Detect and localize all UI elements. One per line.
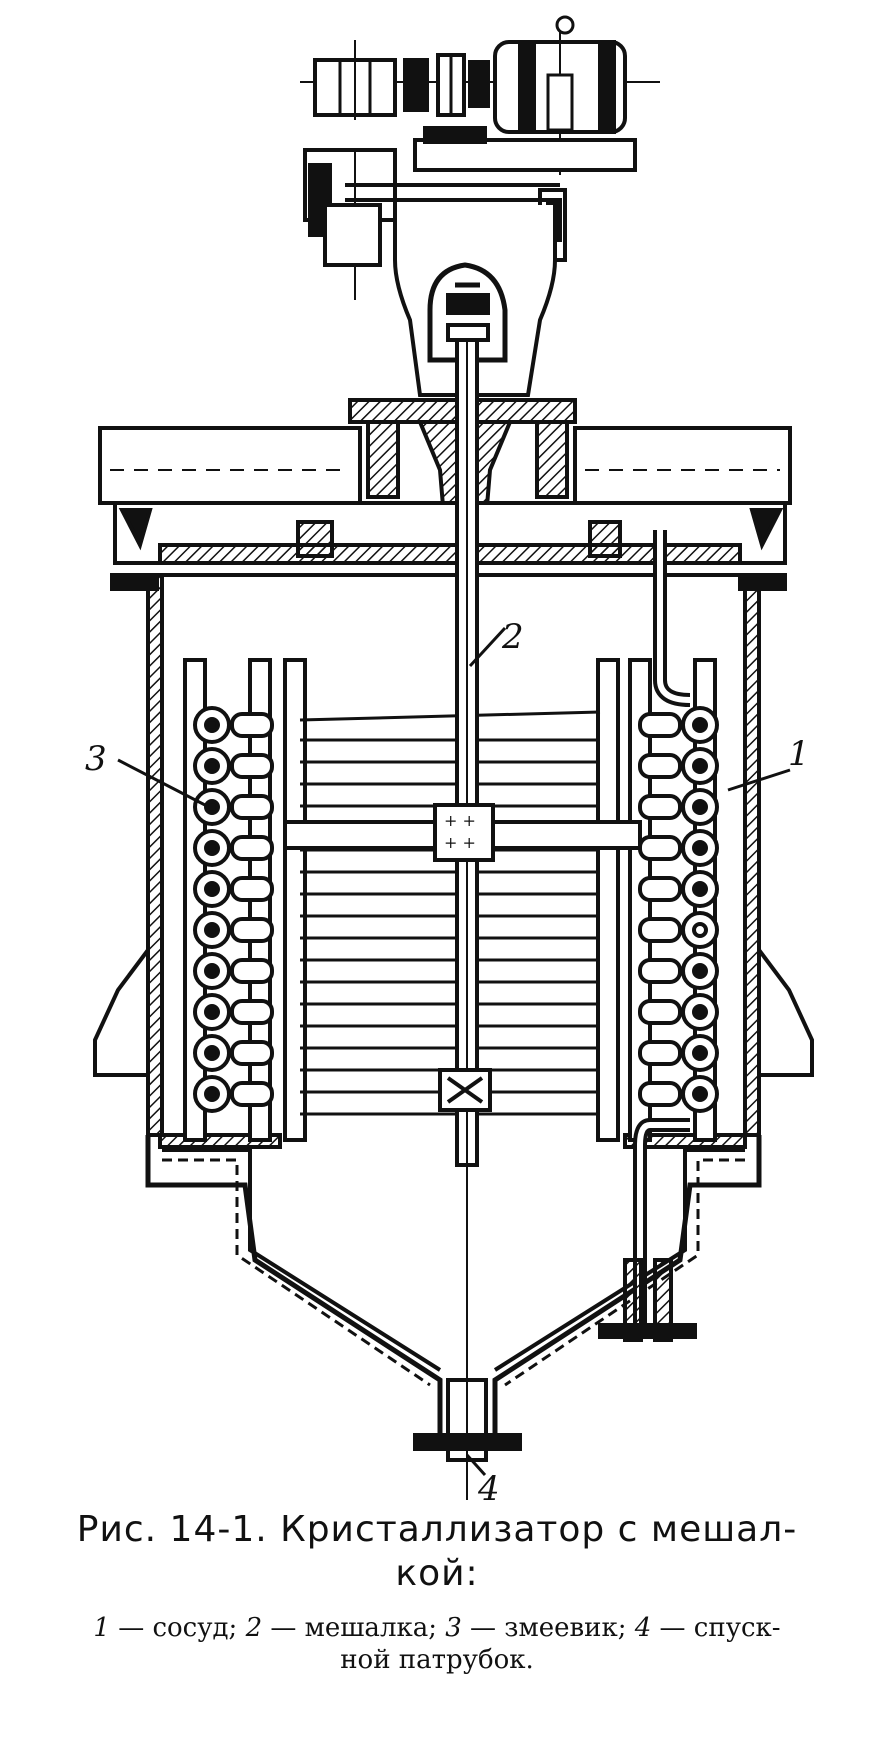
lid [98,426,792,591]
label-1: 1 [788,734,810,774]
label-3: 3 [85,739,107,779]
caption-legend-line1: 1 — сосуд; 2 — мешалка; 3 — змеевик; 4 —… [0,1612,874,1644]
caption-title-line2: кой: [395,1553,479,1594]
agitator: + + + + [283,338,642,1500]
svg-text:+ +: + + [444,811,476,830]
caption-legend: 1 — сосуд; 2 — мешалка; 3 — змеевик; 4 —… [0,1612,874,1676]
label-2: 2 [501,617,524,657]
caption-title-line1: Рис. 14-1. Кристаллизатор с мешал- [76,1509,798,1550]
svg-text:+ +: + + [444,833,476,852]
support-column [393,205,557,397]
label-4: 4 [477,1469,500,1500]
crystallizer-diagram: + + + + 2 3 1 4 [85,15,814,1500]
legend-text-3: — змеевик; [461,1613,635,1643]
figure-caption: Рис. 14-1. Кристаллизатор с мешал- кой: … [0,1508,874,1676]
drive-motor [300,15,660,300]
callouts [117,626,791,1477]
caption-legend-line2: ной патрубок. [340,1645,534,1675]
legend-num-1: 1 [93,1613,110,1643]
liquid-fill [299,710,601,1116]
caption-title: Рис. 14-1. Кристаллизатор с мешал- кой: [0,1508,874,1596]
legend-text-4: — спуск- [651,1613,781,1643]
legend-text-1: — сосуд; [109,1613,246,1643]
vessel-shell [93,573,814,1495]
coil-left [183,658,307,1142]
legend-num-4: 4 [634,1613,652,1643]
legend-num-2: 2 [245,1613,263,1643]
coil-right [596,530,719,1342]
legend-num-3: 3 [445,1613,462,1643]
legend-text-2: — мешалка; [262,1613,446,1643]
